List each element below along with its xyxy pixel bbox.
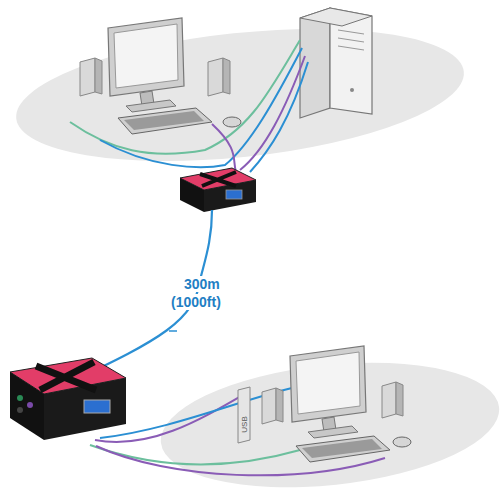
cable [90, 445, 300, 464]
mouse [223, 117, 241, 127]
speaker [80, 58, 102, 96]
cable [250, 62, 308, 172]
cable [100, 388, 292, 438]
port-label: USB [240, 416, 249, 432]
distance-label: (1000ft) [169, 294, 223, 310]
speaker [382, 382, 403, 418]
mouse [393, 437, 411, 447]
floor-ellipse [10, 10, 470, 180]
cable [100, 48, 302, 167]
cable [240, 56, 305, 170]
local-extender-unit [180, 168, 256, 212]
speaker [208, 58, 230, 96]
tick [169, 330, 177, 332]
keyboard [296, 436, 390, 462]
keyboard [118, 108, 212, 134]
floor-ellipse [155, 348, 500, 500]
usb-device [238, 387, 250, 443]
monitor [290, 346, 366, 438]
speaker [262, 388, 283, 424]
monitor [108, 18, 184, 112]
computer-tower [300, 8, 372, 118]
cable [70, 40, 300, 154]
distance-label: 300m [182, 276, 222, 292]
remote-extender-unit [10, 358, 126, 440]
cable [212, 124, 236, 172]
